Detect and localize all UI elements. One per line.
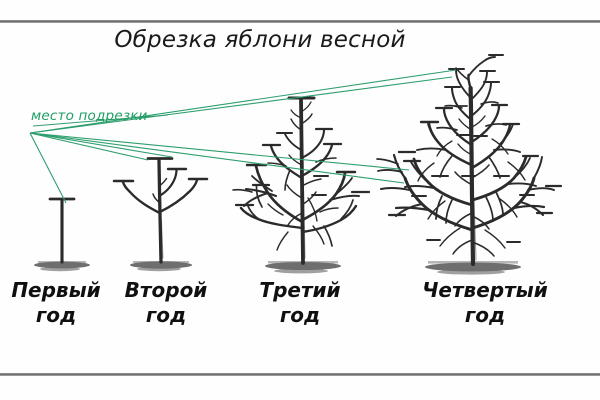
top-divider-rule — [0, 20, 600, 23]
tree-year-4 — [376, 54, 563, 267]
stage-label-year-2: Второй год — [104, 278, 228, 328]
guide-line-to-year4-mid — [29, 132, 405, 184]
stage-label-year-3-line2: год — [279, 303, 321, 327]
guide-line-to-year4-top-b — [29, 76, 453, 134]
guide-line-to-year2-b — [29, 132, 149, 161]
tree-year-1 — [48, 197, 76, 264]
tree-year-3 — [232, 96, 371, 265]
guide-line-to-year3-mid — [29, 132, 410, 171]
stage-label-year-3: Третий год — [238, 278, 362, 328]
guide-line-label-underline — [32, 114, 169, 127]
stage-label-year-2-line1: Второй — [124, 278, 208, 302]
stage-label-year-3-line1: Третий — [259, 278, 341, 302]
pruning-guide-lines — [29, 69, 457, 204]
stage-label-year-1-line1: Первый — [11, 278, 101, 302]
figure-title: Обрезка яблони весной — [114, 27, 406, 53]
stage-label-year-1: Первый год — [0, 278, 112, 328]
stage-label-year-4-line2: год — [464, 303, 506, 327]
guide-line-to-year2 — [29, 132, 173, 158]
stage-label-year-4: Четвертый год — [390, 278, 580, 328]
guide-line-to-year4-top — [29, 69, 457, 134]
tree-year-2 — [112, 157, 209, 264]
stage-label-year-2-line2: год — [145, 303, 187, 327]
stage-label-year-1-line2: год — [35, 303, 77, 327]
ground-shadows — [34, 261, 521, 275]
bottom-divider-rule — [0, 373, 600, 376]
stage-label-year-4-line1: Четвертый — [422, 278, 548, 302]
guide-line-to-year1 — [29, 132, 67, 204]
cut-location-annotation: место подрезки — [31, 108, 148, 124]
